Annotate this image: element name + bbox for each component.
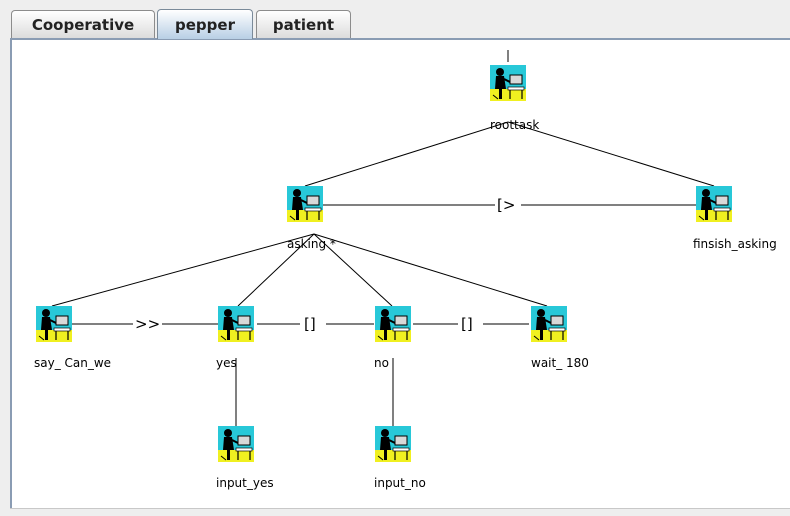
choice-operator-1: []: [304, 315, 316, 333]
tree-edges: [51, 50, 715, 426]
edge-asking-no: [313, 233, 393, 307]
task-icon: [374, 305, 412, 343]
task-model-canvas[interactable]: [> >> [] [] roottask asking * finsish_as…: [10, 38, 790, 510]
node-label: yes: [216, 356, 237, 370]
tab-bar: Cooperative pepper patient: [0, 0, 790, 42]
edge-asking-yes: [237, 233, 315, 307]
node-label: input_yes: [216, 476, 274, 490]
task-icon: [286, 185, 324, 223]
task-icon: [695, 185, 733, 223]
node-input-no[interactable]: input_no: [374, 425, 426, 490]
tab-cooperative[interactable]: Cooperative: [11, 10, 155, 38]
node-wait-180[interactable]: wait_ 180: [530, 305, 589, 370]
node-no[interactable]: no: [374, 305, 412, 370]
task-icon: [217, 425, 255, 463]
node-say-can-we[interactable]: say_ Can_we: [34, 305, 111, 370]
node-label: roottask: [490, 118, 539, 132]
task-icon: [489, 64, 527, 102]
node-finish-asking[interactable]: finsish_asking: [693, 185, 777, 251]
node-input-yes[interactable]: input_yes: [216, 425, 274, 490]
node-label: asking *: [287, 237, 336, 251]
interrupt-operator: [>: [497, 196, 515, 214]
edge-asking-wait: [313, 233, 548, 307]
node-asking[interactable]: asking *: [286, 185, 336, 251]
task-icon: [374, 425, 412, 463]
node-label: no: [374, 356, 389, 370]
task-icon: [35, 305, 73, 343]
node-label: input_no: [374, 476, 426, 490]
tab-patient[interactable]: patient: [256, 10, 351, 38]
task-tree-diagram: [> >> [] [] roottask asking * finsish_as…: [34, 50, 777, 490]
node-yes[interactable]: yes: [216, 305, 255, 370]
edge-root-finish: [507, 121, 715, 187]
node-roottask[interactable]: roottask: [489, 64, 539, 132]
node-label: say_ Can_we: [34, 356, 111, 370]
task-icon: [530, 305, 568, 343]
node-label: finsish_asking: [693, 237, 777, 251]
enable-operator: >>: [135, 315, 160, 333]
edge-asking-say: [51, 233, 315, 307]
tab-pepper[interactable]: pepper: [157, 9, 253, 39]
node-label: wait_ 180: [531, 356, 589, 370]
panel-bottom-border: [10, 508, 790, 516]
task-icon: [217, 305, 255, 343]
edge-root-asking: [304, 121, 509, 187]
choice-operator-2: []: [461, 315, 473, 333]
